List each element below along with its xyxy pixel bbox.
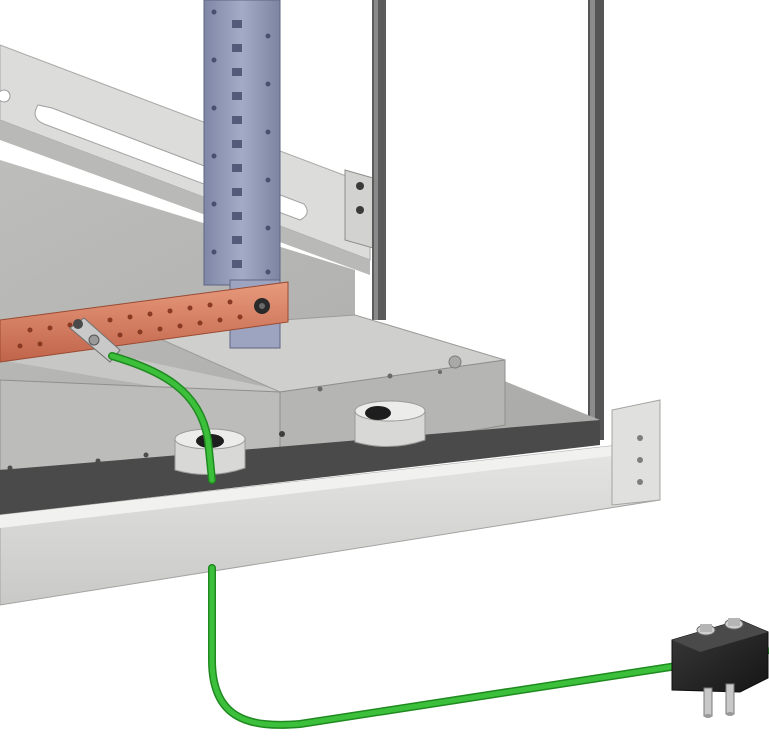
front-plinth (0, 399, 661, 606)
copper-busbar (0, 281, 289, 363)
cable-grommet-right (354, 400, 426, 448)
cabinet-frame-posts (372, 0, 604, 440)
base-rim (0, 420, 600, 515)
side-bracket (344, 169, 381, 251)
cable-lug (69, 317, 121, 363)
earthing-clamp (671, 618, 769, 718)
